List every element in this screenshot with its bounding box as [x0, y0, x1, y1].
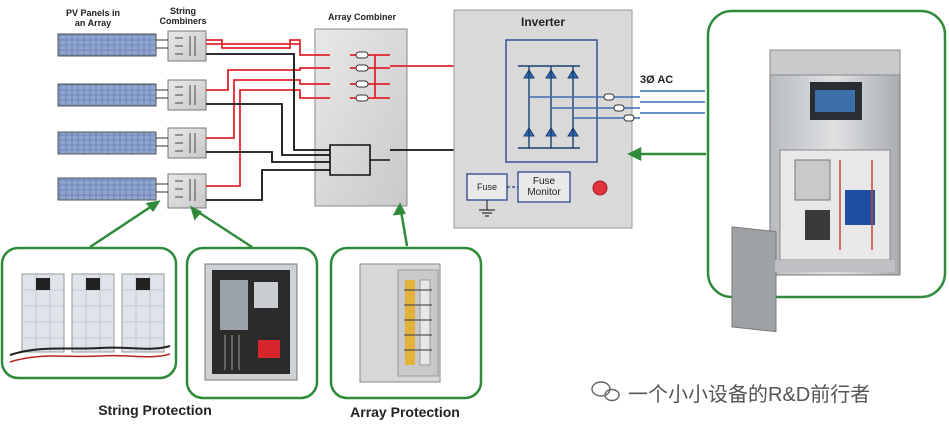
pv-panel-row-4 — [57, 177, 157, 201]
inverter-cabinet-image — [731, 49, 901, 333]
string-protection-label: String Protection — [98, 402, 212, 418]
array-combiner-label: Array Combiner — [327, 12, 397, 22]
string-panels-image — [9, 273, 171, 363]
inverter-label: Inverter — [520, 15, 566, 29]
wechat-icon — [591, 381, 620, 402]
pv-panel-row-2 — [57, 83, 157, 107]
string-combiners-label: String Combiners — [159, 6, 207, 26]
pv-panel-row-3 — [57, 131, 157, 155]
pv-panel-array — [57, 33, 157, 201]
pv-panels-label: PV Panels in an Array — [65, 8, 121, 28]
pv-panel-row-1 — [57, 33, 157, 57]
fuse-monitor-label: Fuse Monitor — [527, 176, 561, 198]
ground-icon — [479, 200, 495, 217]
fuse-label: Fuse — [476, 182, 497, 192]
panel-wiring — [156, 39, 168, 193]
array-fuses — [355, 51, 369, 102]
monitor-lamp — [592, 180, 608, 196]
callout-arrows — [89, 146, 706, 249]
string-combiner-image — [204, 263, 298, 381]
array-protection-label: Array Protection — [350, 404, 460, 420]
array-combiner-image — [359, 263, 441, 383]
string-combiners — [167, 30, 207, 209]
ac-output-label: 3Ø AC — [640, 74, 674, 86]
watermark-text: 一个小小设备的R&D前行者 — [628, 384, 871, 406]
